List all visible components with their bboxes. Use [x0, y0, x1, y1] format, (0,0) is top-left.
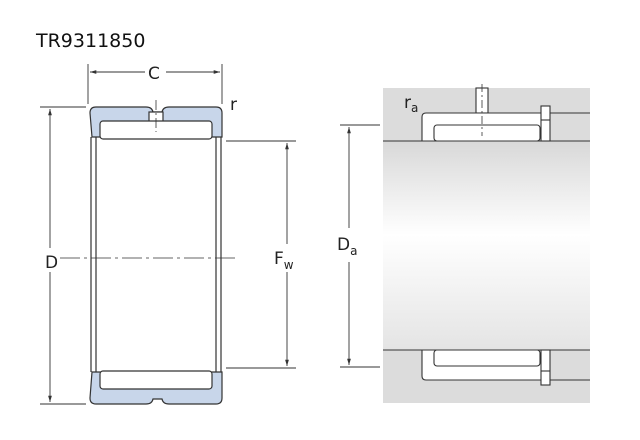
- dimension-label-d: D: [45, 253, 58, 273]
- part-number-title: TR9311850: [36, 30, 146, 52]
- bearing-section-view: [60, 100, 238, 405]
- dimension-label-da: Da: [337, 235, 357, 258]
- dimension-lines-right: [340, 124, 380, 368]
- mounting-view: [383, 84, 590, 403]
- snap-ring-top: [540, 105, 551, 142]
- needle-roller-mounted-bottom: [433, 349, 541, 367]
- snap-ring-bottom: [540, 349, 551, 386]
- dimension-label-c: C: [148, 64, 160, 84]
- dimension-label-ra: ra: [404, 93, 418, 115]
- dimension-lines-left: [40, 64, 296, 405]
- dimension-label-fw: Fw: [274, 249, 294, 272]
- needle-roller-bottom: [99, 370, 213, 390]
- needle-roller-mounted-top: [433, 124, 541, 142]
- shaft: [383, 141, 590, 350]
- dimension-label-r: r: [230, 95, 237, 115]
